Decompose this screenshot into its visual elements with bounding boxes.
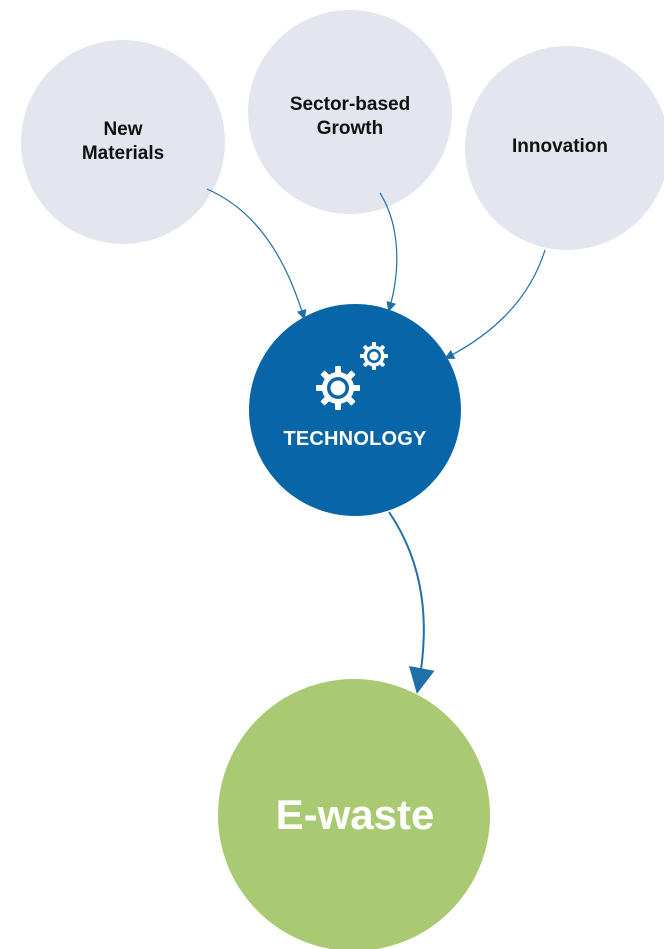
edge-new-materials-to-technology — [206, 188, 307, 320]
edge-innovation-to-technology — [444, 249, 546, 359]
node-innovation-label: Innovation — [485, 127, 635, 167]
node-ewaste-label: E-waste — [220, 780, 490, 850]
node-ewaste-text: E-waste — [275, 791, 435, 838]
node-new-materials-label: New Materials — [43, 110, 203, 174]
edge-sector-growth-to-technology — [379, 192, 398, 312]
node-technology-text: TECHNOLOGY — [283, 427, 427, 450]
node-ewaste-circle — [218, 679, 490, 949]
node-innovation-circle — [465, 46, 664, 250]
node-technology-label: TECHNOLOGY — [250, 424, 460, 454]
node-sector-growth-label: Sector-based Growth — [255, 85, 445, 149]
gears-icon — [316, 342, 388, 410]
node-innovation-text: Innovation — [511, 136, 609, 157]
node-sector-growth-circle — [248, 10, 452, 214]
node-sector-growth-text: Sector-based Growth — [289, 94, 411, 139]
node-technology-circle — [249, 304, 461, 516]
node-new-materials-text: New Materials — [81, 119, 165, 164]
edge-technology-to-ewaste — [388, 511, 435, 694]
node-new-materials-circle — [21, 40, 225, 244]
